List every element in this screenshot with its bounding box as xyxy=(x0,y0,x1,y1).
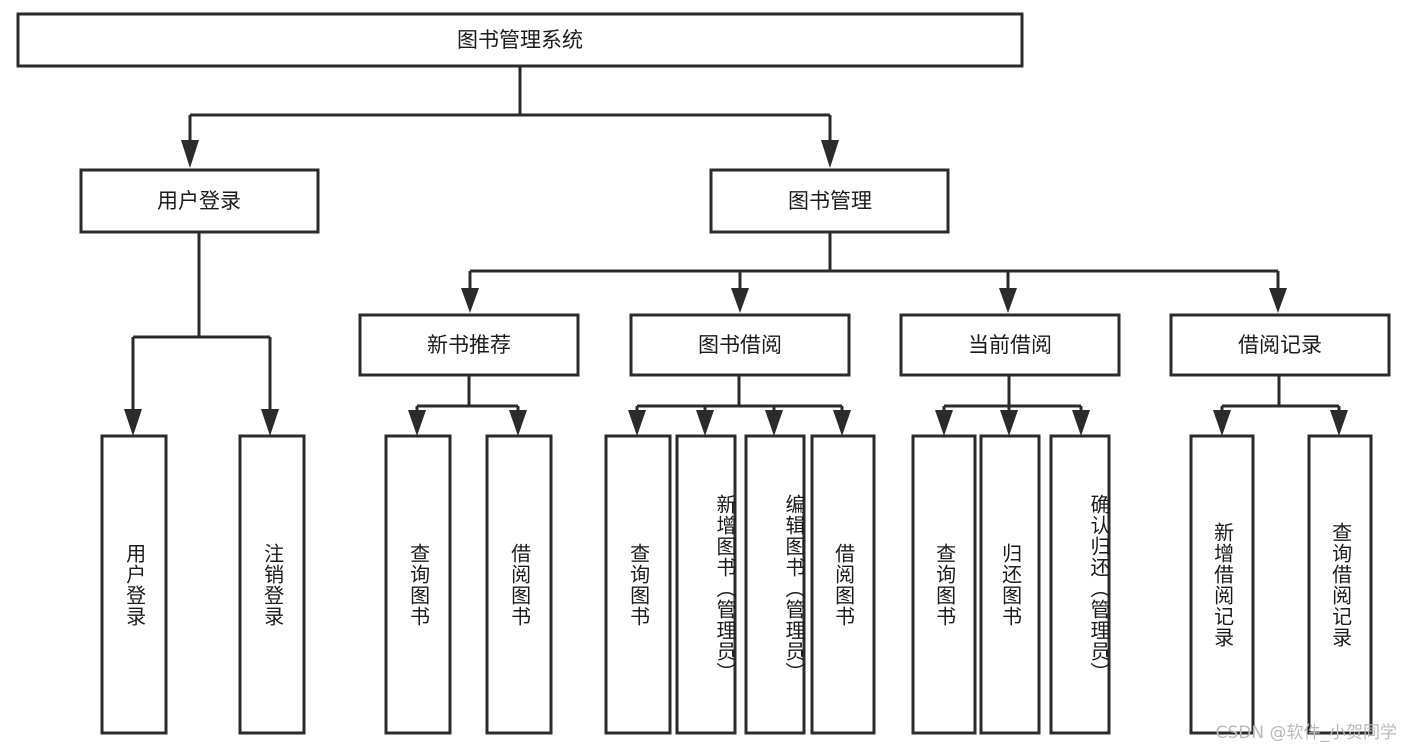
node-new-book-recommend-label: 新书推荐 xyxy=(427,333,511,357)
node-leaf-borrow-book-rec[interactable] xyxy=(485,434,553,735)
node-new-book-recommend[interactable]: 新书推荐 xyxy=(358,313,580,377)
node-root-label: 图书管理系统 xyxy=(457,28,583,52)
node-leaf-query-book-current[interactable] xyxy=(911,434,977,735)
node-leaf-return-book[interactable] xyxy=(979,434,1041,735)
node-leaf-add-borrow-record[interactable] xyxy=(1189,434,1255,735)
node-book-management[interactable]: 图书管理 xyxy=(709,168,950,234)
connector-userlogin-to-leaves xyxy=(124,233,279,436)
connector-bookborrow-to-leaves xyxy=(628,376,851,436)
node-book-management-label: 图书管理 xyxy=(788,189,872,213)
node-user-login-label: 用户登录 xyxy=(157,189,241,213)
node-leaf-edit-book-admin[interactable] xyxy=(744,434,806,735)
node-leaf-user-login[interactable] xyxy=(100,434,168,735)
connector-newbook-to-leaves xyxy=(408,376,527,436)
node-leaf-borrow-book[interactable] xyxy=(810,434,876,735)
connector-bookmgmt-to-level2 xyxy=(461,233,1287,313)
node-leaf-query-book-borrow[interactable] xyxy=(604,434,672,735)
node-leaf-confirm-return-admin[interactable] xyxy=(1049,434,1111,735)
node-borrow-record[interactable]: 借阅记录 xyxy=(1169,313,1391,377)
node-leaf-query-borrow-record[interactable] xyxy=(1307,434,1373,735)
connector-root-to-level1 xyxy=(181,66,839,168)
node-user-login[interactable]: 用户登录 xyxy=(79,168,320,234)
node-borrow-record-label: 借阅记录 xyxy=(1238,333,1322,357)
connector-currentborrow-to-leaves xyxy=(935,376,1090,436)
node-leaf-add-book-admin[interactable] xyxy=(675,434,737,735)
node-book-borrow-label: 图书借阅 xyxy=(698,333,782,357)
leaf-rects xyxy=(100,434,1373,735)
node-root[interactable]: 图书管理系统 xyxy=(16,12,1024,68)
node-current-borrow[interactable]: 当前借阅 xyxy=(899,313,1121,377)
node-current-borrow-label: 当前借阅 xyxy=(968,333,1052,357)
connector-borrowrecord-to-leaves xyxy=(1213,376,1348,436)
csdn-watermark: CSDN @软件_小贺同学 xyxy=(1215,723,1397,743)
node-book-borrow[interactable]: 图书借阅 xyxy=(629,313,851,377)
node-leaf-query-book-rec[interactable] xyxy=(384,434,452,735)
node-leaf-logout-login[interactable] xyxy=(238,434,306,735)
